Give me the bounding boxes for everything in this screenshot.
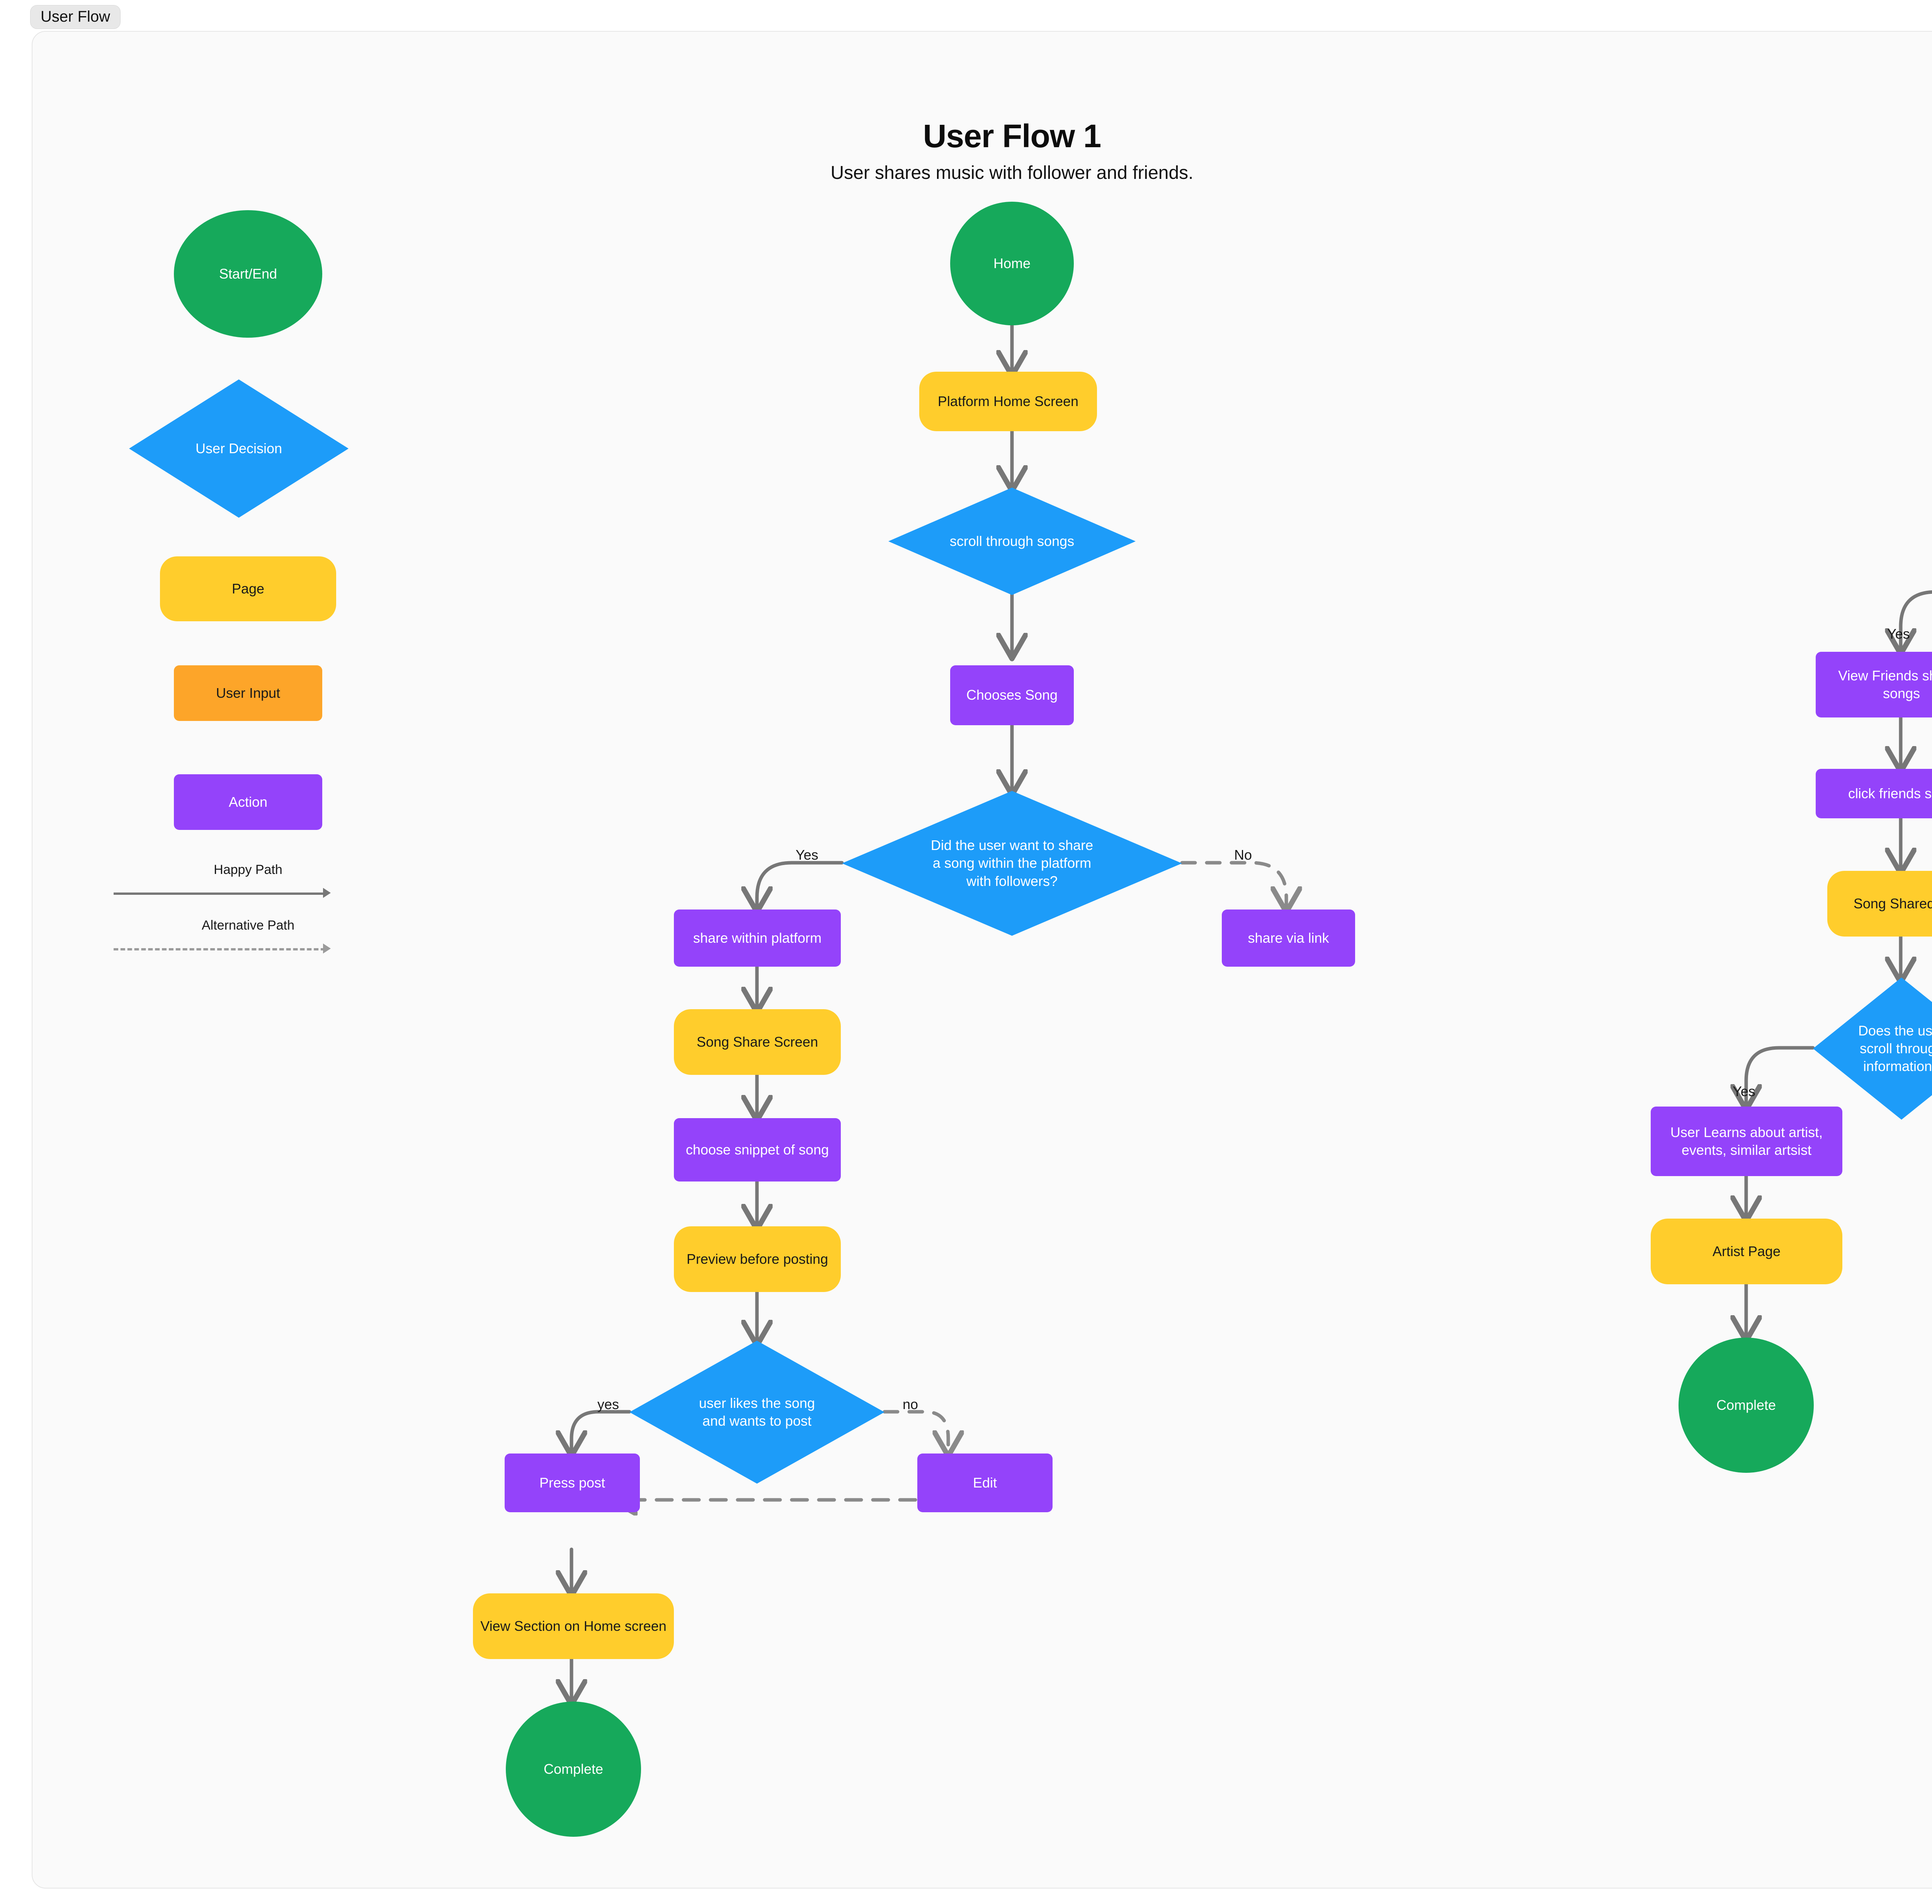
- legend-label-user-decision: User Decision: [195, 440, 282, 456]
- flow2-title: User Flow 2: [1885, 117, 1932, 155]
- flow1-preview-before-posting-label: Preview before posting: [686, 1251, 828, 1267]
- flow2-click-friends-song-label: click friends song: [1848, 785, 1932, 801]
- flow2-node-song-shared-page[interactable]: Song Shared Page: [1827, 871, 1932, 937]
- flow1-edge-label-post-yes: yes: [597, 1396, 619, 1412]
- flow1-node-view-section-home[interactable]: View Section on Home screen: [473, 1593, 674, 1659]
- flow1-node-share-decision[interactable]: Did the user want to share a song within…: [842, 791, 1182, 936]
- flow1-scroll-through-songs-label: scroll through songs: [949, 533, 1075, 549]
- flow2-user-learns-label: User Learns about artist, events, simila…: [1670, 1124, 1823, 1158]
- flow1-share-via-link-label: share via link: [1248, 930, 1329, 946]
- flow1-complete-label: Complete: [543, 1761, 604, 1777]
- tab-user-flow[interactable]: User Flow: [30, 5, 121, 29]
- flow1-title: User Flow 1: [923, 118, 1101, 154]
- flow2-node-scroll-decision[interactable]: Does the user scroll through information…: [1813, 978, 1932, 1120]
- legend-shape-user-input: User Input: [174, 665, 322, 721]
- legend-label-action: Action: [228, 794, 268, 810]
- flow2-artist-page-label: Artist Page: [1712, 1243, 1781, 1259]
- flow2-edge-label-friends-yes: Yes: [1887, 626, 1910, 642]
- flow1-node-choose-snippet[interactable]: choose snippet of song: [674, 1118, 841, 1182]
- flow1-choose-snippet-label: choose snippet of song: [685, 1141, 829, 1158]
- legend-label-page: Page: [231, 580, 265, 597]
- flow1-chooses-song-label: Chooses Song: [966, 687, 1058, 703]
- flow1-node-scroll-through-songs[interactable]: scroll through songs: [888, 488, 1136, 595]
- flow1-node-preview-before-posting[interactable]: Preview before posting: [674, 1226, 841, 1292]
- tab-bar: User Flow: [0, 0, 1932, 34]
- flow1-node-press-post[interactable]: Press post: [505, 1454, 640, 1512]
- legend-alternative-path-line: [114, 948, 325, 950]
- diagram-canvas[interactable]: Start/End User Decision Page User Input …: [32, 31, 1932, 1889]
- flow2-node-user-learns[interactable]: User Learns about artist, events, simila…: [1651, 1107, 1842, 1176]
- legend-alternative-path-label: Alternative Path: [201, 918, 295, 933]
- flow1-platform-home-screen-label: Platform Home Screen: [937, 393, 1079, 409]
- flow2-node-artist-page[interactable]: Artist Page: [1651, 1219, 1842, 1284]
- flow2-scroll-decision-label: Does the user scroll through information…: [1858, 1022, 1932, 1074]
- flow1-node-share-via-link[interactable]: share via link: [1222, 910, 1355, 967]
- flow1-node-home[interactable]: Home: [950, 202, 1074, 325]
- legend-happy-path-label: Happy Path: [214, 862, 282, 877]
- flow1-song-share-screen-label: Song Share Screen: [696, 1034, 818, 1050]
- legend-shape-user-decision: User Decision: [129, 379, 349, 518]
- flow1-edit-label: Edit: [973, 1474, 997, 1491]
- flow1-press-post-label: Press post: [539, 1474, 605, 1491]
- flow1-share-within-platform-label: share within platform: [693, 930, 822, 946]
- flow1-home-label: Home: [993, 255, 1031, 271]
- flow1-view-section-home-label: View Section on Home screen: [480, 1618, 667, 1634]
- flow1-node-complete[interactable]: Complete: [506, 1702, 641, 1837]
- flow2-complete-label: Complete: [1716, 1397, 1776, 1413]
- legend-shape-action: Action: [174, 774, 322, 830]
- legend-label-start-end: Start/End: [219, 265, 277, 282]
- flow1-node-song-share-screen[interactable]: Song Share Screen: [674, 1009, 841, 1075]
- flow2-node-click-friends-song[interactable]: click friends song: [1816, 769, 1932, 818]
- flow2-edge-label-scroll-yes: Yes: [1733, 1083, 1755, 1099]
- flow1-post-decision-label: user likes the song and wants to post: [699, 1395, 815, 1429]
- flow2-node-complete[interactable]: Complete: [1679, 1338, 1814, 1473]
- flow1-share-decision-label: Did the user want to share a song within…: [930, 837, 1094, 889]
- legend-happy-path-arrow-icon: [323, 888, 331, 898]
- flow2-node-view-friends-shared-songs[interactable]: View Friends shared songs: [1816, 652, 1932, 717]
- legend-label-user-input: User Input: [216, 685, 281, 701]
- flow1-node-share-within-platform[interactable]: share within platform: [674, 910, 841, 967]
- flow1-edge-label-post-no: no: [903, 1396, 918, 1412]
- flow1-subtitle: User shares music with follower and frie…: [830, 163, 1194, 183]
- legend-shape-page: Page: [160, 556, 336, 621]
- flow2-view-friends-shared-songs-label: View Friends shared songs: [1838, 667, 1932, 701]
- flow1-node-chooses-song[interactable]: Chooses Song: [950, 665, 1074, 725]
- flow1-node-edit[interactable]: Edit: [917, 1454, 1053, 1512]
- legend-happy-path-line: [114, 892, 325, 895]
- flow2-subtitle: User discovers new music from other user…: [1808, 162, 1932, 184]
- flow2-song-shared-page-label: Song Shared Page: [1853, 895, 1932, 911]
- legend-shape-start-end: Start/End: [174, 210, 322, 338]
- flow1-edge-label-share-yes: Yes: [796, 847, 818, 863]
- flow1-edge-label-share-no: No: [1234, 847, 1252, 863]
- legend-alternative-path-arrow-icon: [323, 944, 331, 954]
- flow1-node-post-decision[interactable]: user likes the song and wants to post: [629, 1341, 884, 1484]
- flow1-node-platform-home-screen[interactable]: Platform Home Screen: [919, 372, 1097, 431]
